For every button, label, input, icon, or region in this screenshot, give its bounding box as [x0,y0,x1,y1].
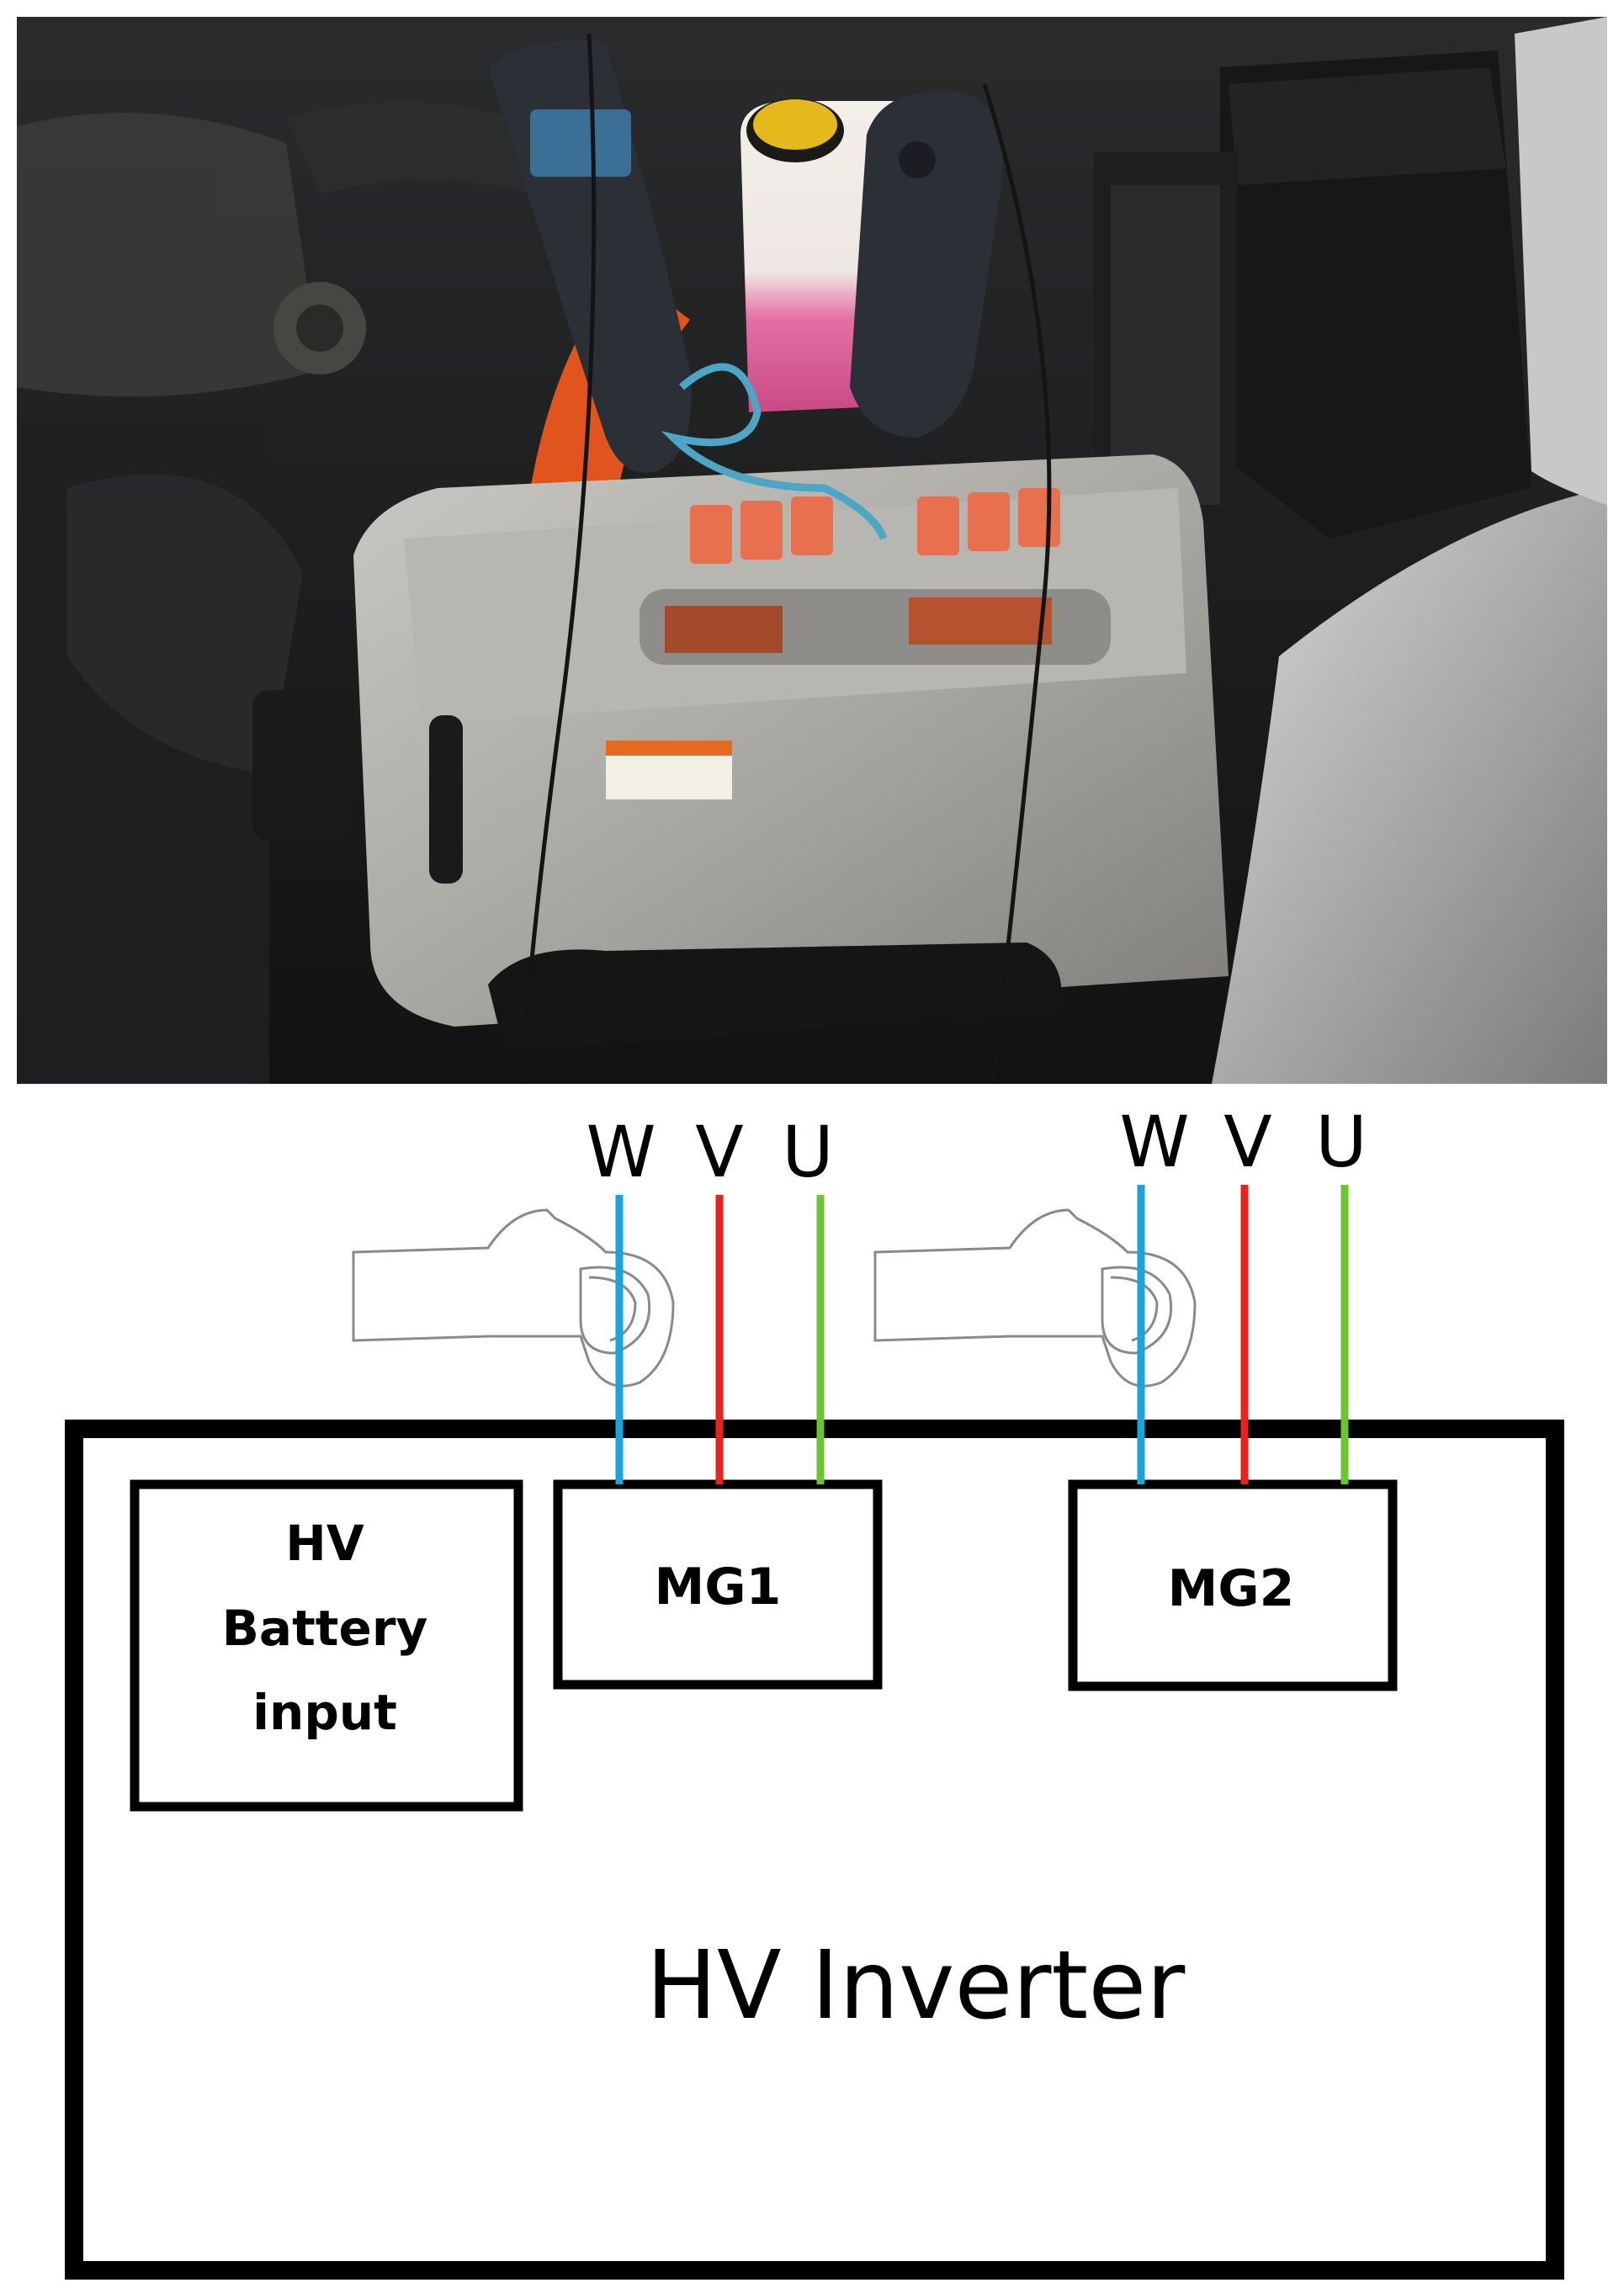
ground-wire [661,363,888,540]
hv-inverter-label: HV Inverter [646,1931,1186,2041]
diagram-canvas: W V U W V U HV Battery input MG1 MG2 [65,1101,1564,2280]
current-clamp-right [850,91,1003,438]
clamp-sketch-left [352,1208,675,1388]
probe-wire-left [519,33,597,1084]
mg1-label: MG1 [655,1558,782,1616]
hv-battery-input-box [130,1479,523,1812]
mg2-label: MG2 [1168,1559,1295,1618]
battery-label-line1: HV [285,1515,364,1572]
hv-inverter-box [65,1420,1564,2280]
current-clamp-left [488,40,692,473]
engine-bay-illustration [17,17,1607,1084]
inverter-diagram: W V U W V U HV Battery input MG1 MG2 [0,1084,1624,2284]
fuse-box [1094,50,1531,539]
fender [1212,17,1607,1084]
battery-label-line2: Battery [222,1600,428,1657]
mg2-phase-v-label: V [1223,1101,1271,1183]
mg1-phase-v-label: V [695,1111,743,1193]
mg1-phase-u-label: U [782,1111,833,1193]
battery-label-line3: input [252,1684,397,1741]
inverter-housing [353,454,1229,1052]
engine-bay-photo [17,17,1607,1084]
mg2-phase-u-label: U [1315,1101,1367,1183]
left-engine-parts [17,102,623,1084]
mg2-box [1068,1479,1398,1691]
probe-wire-right [982,83,1052,1084]
mg2-phase-w-label: W [1119,1101,1189,1183]
mg1-phase-w-label: W [586,1111,655,1193]
clamp-sketch-right [873,1208,1197,1388]
